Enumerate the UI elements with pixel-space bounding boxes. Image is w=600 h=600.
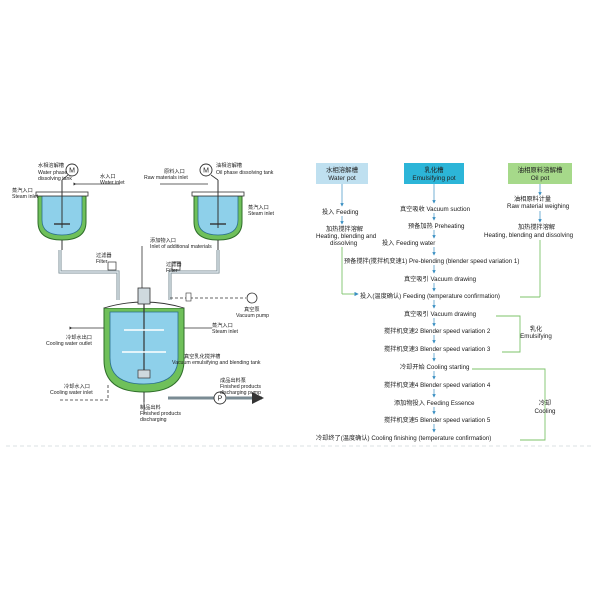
filter-left-label-en: Filter — [96, 259, 108, 265]
discharge-pump-label-en2: discharging pump — [220, 390, 261, 396]
oil-phase-tank — [191, 180, 245, 250]
process-flow: 水相溶解槽 Water pot 乳化槽 Emulsifying pot 油相原料… — [316, 163, 574, 442]
cooling-label-cn: 冷却 — [539, 399, 551, 407]
main-step-feeding-essence: 添加物投入 Feeding Essence — [394, 399, 475, 407]
main-step-speed-5: 搅拌机变速5 Blender speed variation 5 — [384, 416, 491, 424]
cooling-outlet-label-en: Cooling water outlet — [46, 341, 92, 347]
filter-right-label-cn: 过滤器 — [166, 260, 182, 268]
steam-right-label-en: Steam inlet — [248, 211, 275, 217]
raw-inlet-label-en: Raw materials inlet — [144, 175, 188, 181]
oil-tank-label-en: Oil phase dissolving tank — [216, 170, 274, 176]
pump-symbol: P — [218, 396, 223, 403]
cooling-inlet-label-cn: 冷却水入口 — [64, 382, 90, 390]
vacuum-line — [170, 292, 258, 304]
main-step-preblending: 预备搅拌(搅拌机变速1) Pre-blending (blender speed… — [344, 257, 519, 265]
header-water-pot: 水相溶解槽 Water pot — [316, 163, 368, 184]
water-inlet-label-en: Water inlet — [100, 180, 125, 186]
steam-left-label-en: Steam inlet — [12, 194, 39, 200]
vacuum-pump-label-en: Vacuum pump — [236, 313, 269, 319]
main-step-speed-2: 搅拌机变速2 Blender speed variation 2 — [384, 327, 491, 335]
motor-symbol: M — [203, 168, 209, 175]
main-step-feeding-temp: 投入(温度确认) Feeding (temperature confirmati… — [360, 292, 500, 300]
filter-right-label-en: Filter — [166, 268, 178, 274]
filter-left-symbol — [107, 261, 117, 271]
water-tank-label-cn: 水相溶解槽 — [38, 161, 64, 169]
steam-main-label-cn: 蒸汽入口 — [212, 321, 233, 329]
additional-inlet-label-cn: 添加物入口 — [150, 236, 176, 244]
raw-inlet-label-cn: 原料入口 — [164, 167, 185, 175]
filter-right-symbol — [171, 261, 181, 271]
equipment-schematic: M M — [12, 161, 275, 423]
water-phase-tank — [35, 180, 89, 250]
main-step-cooling-finish: 冷却终了(温度确认) Cooling finishing (temperatur… — [316, 434, 491, 442]
header-oil-pot-en: Oil pot — [531, 175, 550, 182]
water-tank-motor: M — [61, 163, 79, 181]
header-oil-pot-cn: 油相原料溶解槽 — [518, 165, 563, 174]
oil-step-heat-cn: 加热搅拌溶解 — [518, 223, 555, 231]
oil-step-weigh-cn: 油相原料计量 — [514, 195, 551, 203]
header-emulsifying-pot-en: Emulsifying pot — [412, 175, 456, 182]
cooling-label-en: Cooling — [535, 408, 557, 415]
water-step-heat-en1: Heating, blending and — [316, 233, 377, 240]
main-step-feeding-water: 投入 Feeding water — [382, 239, 435, 247]
emulsifying-bracket: 乳化 Emulsifying — [496, 315, 552, 353]
header-emulsifying-pot: 乳化槽 Emulsifying pot — [404, 163, 464, 184]
water-step-heat-cn: 加热搅拌溶解 — [326, 225, 363, 233]
oil-step-heat-en: Heating, blending and dissolving — [484, 232, 574, 239]
oil-step-weigh-en: Raw material weighing — [507, 203, 570, 210]
water-step-feeding: 投入 Feeding — [322, 208, 359, 216]
emulsifying-label-en: Emulsifying — [520, 333, 552, 340]
main-tank-label-en: Vacuum emulsifying and blending tank — [172, 360, 261, 366]
motor-symbol: M — [69, 168, 75, 175]
steam-left-label-cn: 蒸汽入口 — [12, 186, 33, 194]
filter-left-label-cn: 过滤器 — [96, 251, 112, 259]
main-step-vacuum-drawing-2: 真空吸引 Vacuum drawing — [404, 310, 477, 318]
header-water-pot-en: Water pot — [328, 175, 356, 182]
additional-inlet-label-en: Inlet of additional materials — [150, 244, 212, 250]
steam-right-label-cn: 蒸汽入口 — [248, 203, 269, 211]
main-step-vacuum-drawing-1: 真空吸引 Vacuum drawing — [404, 275, 477, 283]
water-inlet-label-cn: 水入口 — [100, 172, 116, 180]
cooling-inlet-label-en: Cooling water inlet — [50, 390, 93, 396]
oil-tank-downpipe — [168, 250, 220, 300]
water-step-heat-en2: dissolving — [330, 240, 358, 247]
water-tank-label-en2: dissolving tank — [38, 176, 72, 182]
main-step-cooling-start: 冷却开始 Cooling starting — [400, 363, 470, 371]
discharge-label-en1: Finished products — [140, 411, 181, 417]
header-oil-pot: 油相原料溶解槽 Oil pot — [508, 163, 572, 184]
header-emulsifying-pot-cn: 乳化槽 — [424, 165, 444, 174]
main-step-vacuum-suction: 真空吸收 Vacuum suction — [400, 205, 471, 213]
main-tank-label-cn: 真空乳化搅拌槽 — [184, 352, 220, 360]
discharge-pump-label-cn: 成品出料泵 — [220, 376, 246, 384]
discharge-pump-label-en1: Finished products — [220, 384, 261, 390]
main-step-speed-3: 搅拌机变速3 Blender speed variation 3 — [384, 345, 491, 353]
oil-tank-label-cn: 油相溶解槽 — [216, 161, 242, 169]
emulsifying-label-cn: 乳化 — [530, 325, 542, 333]
water-tank-downpipe — [58, 250, 120, 300]
water-tank-label-en1: Water phase — [38, 170, 67, 176]
oil-tank-motor: M — [199, 163, 219, 181]
vacuum-pump-label-cn: 真空泵 — [244, 305, 260, 313]
main-step-speed-4: 搅拌机变速4 Blender speed variation 4 — [384, 381, 491, 389]
discharge-label-cn: 制品出料 — [140, 403, 161, 411]
cooling-inlet-pipe — [60, 384, 109, 401]
header-water-pot-cn: 水相溶解槽 — [326, 165, 359, 174]
emulsifying-tank — [103, 287, 185, 402]
discharge-line: P — [143, 391, 264, 414]
steam-main-label-en: Steam inlet — [212, 329, 239, 335]
cooling-outlet-label-cn: 冷却水出口 — [66, 333, 92, 341]
cooling-bracket: 冷却 Cooling — [472, 368, 557, 441]
discharge-label-en2: discharging — [140, 417, 167, 423]
main-step-preheating: 预备加热 Preheating — [408, 222, 465, 230]
